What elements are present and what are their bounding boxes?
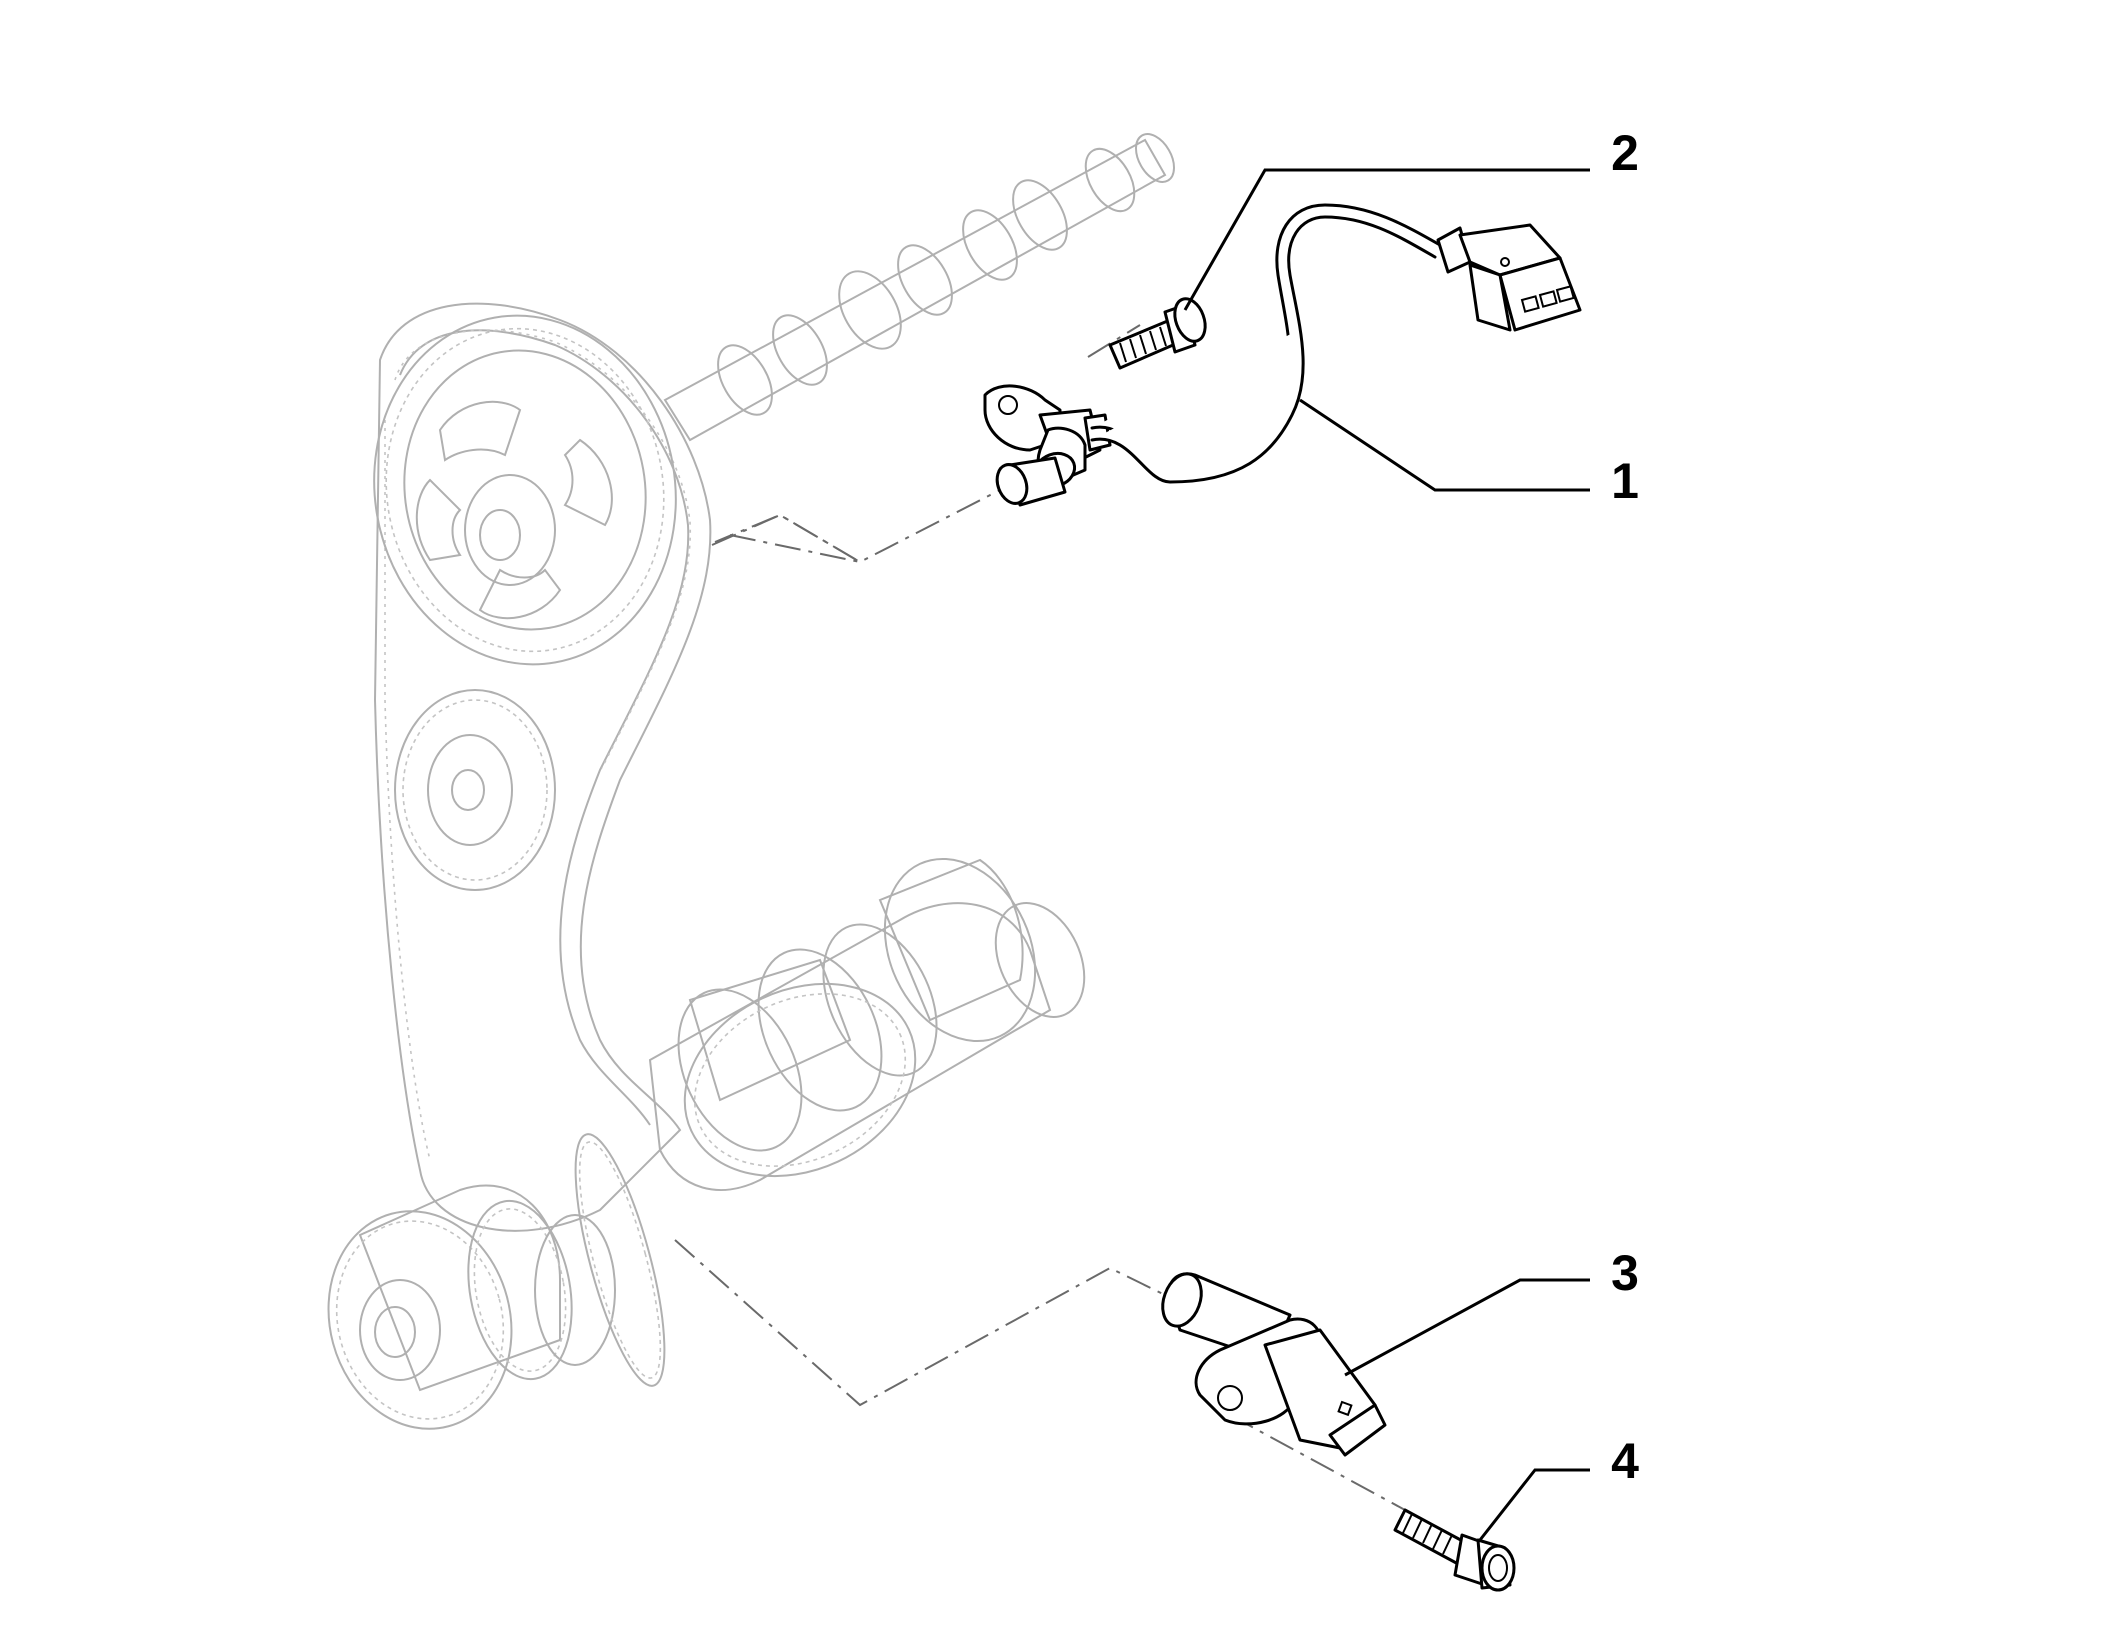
callout-4: 4 [1611, 1433, 1639, 1489]
leader-line-4 [1478, 1468, 1590, 1541]
part-4-bolt[interactable] [1393, 1508, 1516, 1592]
callout-3: 3 [1611, 1245, 1639, 1301]
alignment-lines [674, 324, 1406, 1511]
leader-line-1 [1299, 398, 1590, 492]
cam-pulley [373, 314, 677, 666]
leader-line-3 [1344, 1278, 1590, 1377]
timing-belt [373, 302, 712, 1232]
leader-lines [1183, 168, 1590, 1541]
idler-pulley [394, 689, 556, 891]
camshaft [663, 133, 1175, 442]
part-2-bolt[interactable] [1108, 295, 1211, 370]
crankshaft [648, 857, 1086, 1191]
part-1-camshaft-sensor[interactable] [983, 203, 1582, 508]
crank-pulley [327, 1133, 666, 1430]
engine-assembly [327, 133, 1175, 1430]
part-3-crankshaft-sensor[interactable] [1156, 1268, 1387, 1457]
callout-1: 1 [1611, 453, 1639, 509]
callout-labels: 1 2 3 4 [1611, 125, 1639, 1489]
leader-line-2 [1183, 168, 1590, 311]
callout-2: 2 [1611, 125, 1639, 181]
